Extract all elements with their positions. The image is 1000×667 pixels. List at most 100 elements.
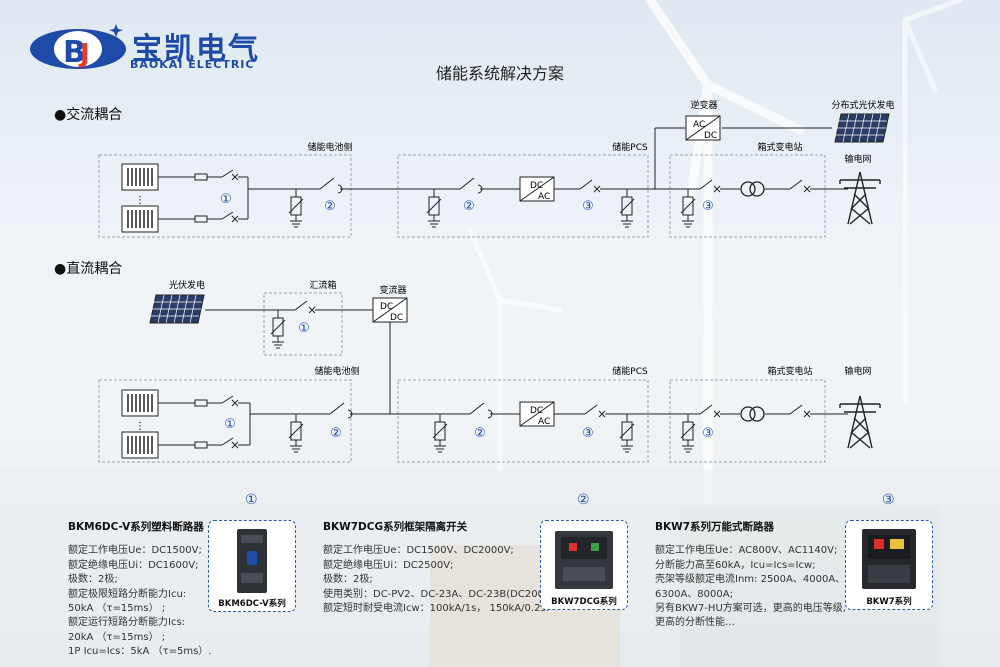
ac-substation-box bbox=[669, 154, 826, 238]
product-1-line: 50kA （τ=15ms） ; bbox=[68, 603, 166, 615]
ac-substation-label: 箱式变电站 bbox=[757, 141, 802, 153]
dc-transformer bbox=[740, 406, 765, 422]
ac-inverter-label: 逆变器 bbox=[690, 99, 717, 111]
product-2-image-card: BKW7DCG系列 bbox=[540, 520, 628, 610]
breaker-mccb-icon bbox=[237, 529, 267, 593]
dc-pcs-label: 储能PCS bbox=[612, 365, 648, 377]
brand-name-en: BAOKAI ELECTRIC bbox=[130, 58, 255, 71]
dc-coupling-diagram: ⋮ bbox=[98, 279, 881, 463]
dc-battery-bottom bbox=[121, 431, 159, 459]
ac-grid-label: 输电网 bbox=[844, 153, 871, 165]
svg-text:AC: AC bbox=[693, 120, 705, 130]
svg-text:DC: DC bbox=[390, 313, 403, 323]
dc-converter-label: 变流器 bbox=[379, 284, 406, 296]
brand-name-cn: 宝凯电气 bbox=[132, 32, 260, 67]
ac-battery-top bbox=[121, 163, 159, 191]
dc-grid-label: 输电网 bbox=[844, 365, 871, 377]
product-2-title: BKW7DCG系列框架隔离开关 bbox=[323, 521, 468, 533]
svg-text:DC: DC bbox=[530, 406, 543, 416]
dc-marker-3a: ③ bbox=[582, 426, 594, 441]
svg-text:AC: AC bbox=[538, 417, 550, 427]
ac-spd-4 bbox=[680, 188, 696, 228]
ac-battery-room-box bbox=[98, 154, 352, 238]
svg-text:DC: DC bbox=[704, 131, 717, 141]
product-3-line: 额定工作电压Ue：AC800V、AC1140V; bbox=[655, 545, 838, 557]
product-1-title: BKM6DC-V系列塑料断路器 bbox=[68, 521, 204, 533]
product-1-line: 额定极限短路分断能力Icu: bbox=[68, 588, 187, 600]
ac-battery-room-label: 储能电池侧 bbox=[307, 141, 352, 153]
dc-substation-label: 箱式变电站 bbox=[767, 365, 812, 377]
ac-grid-tower bbox=[839, 171, 881, 225]
ac-section-heading: ●交流耦合 bbox=[54, 107, 123, 123]
product-3-line: 6300A、8000A; bbox=[655, 588, 733, 600]
dc-battery-top bbox=[121, 389, 159, 417]
product-1-line: 额定运行短路分断能力Ics: bbox=[68, 617, 186, 629]
product-3-caption: BKW7系列 bbox=[866, 597, 912, 607]
dc-pcs-box bbox=[397, 379, 649, 463]
ac-spd-1 bbox=[288, 188, 304, 228]
product-1-marker: ① bbox=[245, 492, 258, 508]
dc-marker-2a: ② bbox=[330, 426, 342, 441]
dc-pv-label: 光伏发电 bbox=[169, 279, 205, 291]
dc-marker-3b: ③ bbox=[702, 426, 714, 441]
brand-logo: B J 宝凯电气 BAOKAI ELECTRIC bbox=[28, 22, 258, 72]
ac-pv-label: 分布式光伏发电 bbox=[831, 99, 894, 111]
product-3-line: 分断能力高至60kA，Icu=Ics=Icw; bbox=[655, 559, 816, 571]
ac-solar-panel bbox=[834, 113, 890, 143]
product-1-line: 1P Icu=Ics：5kA （τ=5ms）. bbox=[68, 646, 212, 658]
dc-spd-combiner bbox=[270, 309, 286, 349]
dc-combiner-label: 汇流箱 bbox=[309, 279, 336, 291]
breaker-frame-isolator-icon bbox=[555, 531, 613, 589]
dc-pcs-converter: DC AC bbox=[519, 401, 555, 427]
ac-pcs-converter: DC AC bbox=[519, 176, 555, 202]
product-2-line: 使用类别：DC-PV2、DC-23A、DC-23B(DC2000V); bbox=[323, 588, 565, 600]
dc-spd-4 bbox=[680, 413, 696, 453]
product-2-specs: BKW7DCG系列框架隔离开关 额定工作电压Ue：DC1500V、DC2000V… bbox=[323, 520, 565, 616]
svg-text:AC: AC bbox=[538, 192, 550, 202]
product-1-line: 额定绝缘电压Ui：DC1600V; bbox=[68, 559, 199, 571]
product-1-line: 极数：2极; bbox=[68, 574, 118, 586]
product-1-line: 20kA （τ=15ms） ; bbox=[68, 631, 166, 643]
product-2-line: 额定绝缘电压Ui：DC2500V; bbox=[323, 559, 454, 571]
product-2-caption: BKW7DCG系列 bbox=[551, 597, 617, 607]
dc-substation-box bbox=[669, 379, 826, 463]
product-3-title: BKW7系列万能式断路器 bbox=[655, 521, 775, 533]
ac-marker-2a: ② bbox=[324, 199, 336, 214]
dc-spd-1 bbox=[288, 413, 304, 453]
dc-marker-2b: ② bbox=[474, 426, 486, 441]
svg-text:⋮: ⋮ bbox=[135, 421, 145, 432]
dc-battery-room-box bbox=[98, 379, 352, 463]
product-1-image-card: BKM6DC-V系列 bbox=[208, 520, 296, 612]
dc-section-heading: ●直流耦合 bbox=[54, 261, 123, 277]
product-1-caption: BKM6DC-V系列 bbox=[218, 599, 286, 609]
dc-converter: DC DC bbox=[372, 297, 408, 323]
breaker-acb-icon bbox=[862, 529, 916, 589]
product-2-marker: ② bbox=[577, 492, 590, 508]
svg-text:DC: DC bbox=[530, 181, 543, 191]
product-3-marker: ③ bbox=[882, 492, 895, 508]
dc-spd-3 bbox=[619, 413, 635, 453]
product-3-line: 另有BKW7-HU方案可选，更高的电压等级, bbox=[655, 603, 846, 615]
ac-battery-bottom bbox=[121, 205, 159, 233]
svg-text:DC: DC bbox=[380, 302, 393, 312]
ac-spd-3 bbox=[619, 188, 635, 228]
page-title: 储能系统解决方案 bbox=[435, 64, 564, 83]
dc-battery-room-label: 储能电池侧 bbox=[314, 365, 359, 377]
ac-pcs-label: 储能PCS bbox=[612, 141, 648, 153]
svg-text:⋮: ⋮ bbox=[135, 195, 145, 206]
product-3-specs: BKW7系列万能式断路器 额定工作电压Ue：AC800V、AC1140V; 分断… bbox=[655, 520, 846, 631]
svg-text:J: J bbox=[78, 39, 90, 69]
logo-mark-icon: B J bbox=[30, 24, 126, 70]
product-3-image-card: BKW7系列 bbox=[845, 520, 933, 610]
ac-spd-2 bbox=[426, 188, 442, 228]
dc-marker-1b: ① bbox=[224, 417, 236, 432]
ac-marker-1: ① bbox=[220, 192, 232, 207]
ac-transformer bbox=[740, 181, 765, 197]
ac-marker-3b: ③ bbox=[702, 199, 714, 214]
product-2-line: 额定短时耐受电流Icw：100kA/1s， 150kA/0.2s. bbox=[323, 603, 549, 615]
product-1-specs: BKM6DC-V系列塑料断路器 额定工作电压Ue：DC1500V; 额定绝缘电压… bbox=[68, 520, 212, 660]
product-2-line: 极数：2极; bbox=[323, 574, 373, 586]
ac-marker-3a: ③ bbox=[582, 199, 594, 214]
